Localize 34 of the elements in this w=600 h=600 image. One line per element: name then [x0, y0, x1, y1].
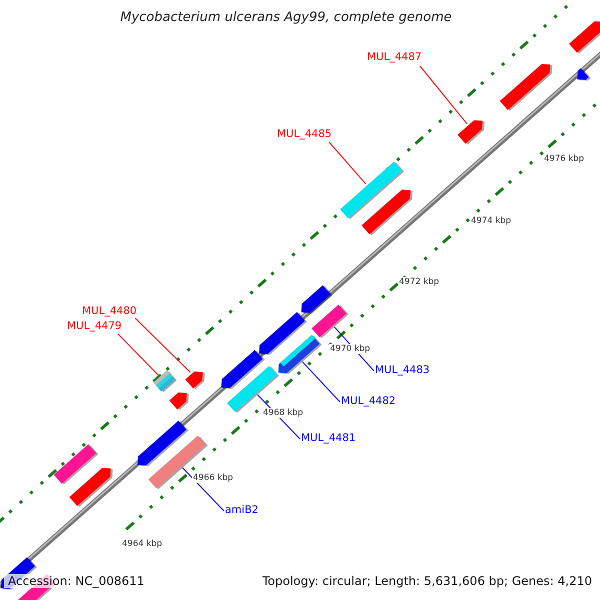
gene-feature	[169, 392, 189, 410]
gene-label: MUL_4479	[67, 320, 122, 333]
gene-label: MUL_4485	[277, 128, 332, 141]
scale-label: 4974 kbp	[470, 216, 512, 226]
leader-line	[134, 318, 191, 373]
gene-feature	[569, 21, 600, 54]
gene-label: MUL_4480	[82, 305, 137, 318]
diagram-title: Mycobacterium ulcerans Agy99, complete genome	[119, 10, 453, 26]
gene-label: amiB2	[225, 504, 258, 517]
gene-feature	[185, 372, 205, 390]
gene-feature	[362, 190, 413, 236]
scale-label: 4964 kbp	[121, 539, 164, 550]
scale-label: 4970 kbp	[329, 344, 372, 354]
scale-label: 4966 kbp	[192, 473, 234, 484]
gene-feature	[69, 468, 113, 507]
gene-feature	[301, 285, 333, 314]
leader-line	[328, 142, 366, 184]
gene-label: MUL_4487	[367, 51, 422, 64]
gene-feature	[312, 304, 349, 338]
gene-feature	[278, 334, 322, 374]
scale-label: 4976 kbp	[543, 154, 586, 164]
gene-feature	[577, 68, 591, 81]
gene-feature	[153, 370, 177, 392]
leader-line	[182, 467, 224, 512]
scale-label: 4968 kbp	[262, 408, 304, 418]
leader-line	[420, 66, 468, 124]
gene-feature	[500, 64, 552, 111]
gene-feature	[458, 120, 485, 145]
leader-line	[302, 361, 340, 402]
gene-label: MUL_4481	[301, 432, 356, 445]
gene-label: MUL_4482	[341, 395, 396, 408]
scale-label: 4972 kbp	[398, 277, 440, 288]
leader-line	[118, 334, 159, 376]
gene-label: MUL_4483	[375, 364, 430, 377]
